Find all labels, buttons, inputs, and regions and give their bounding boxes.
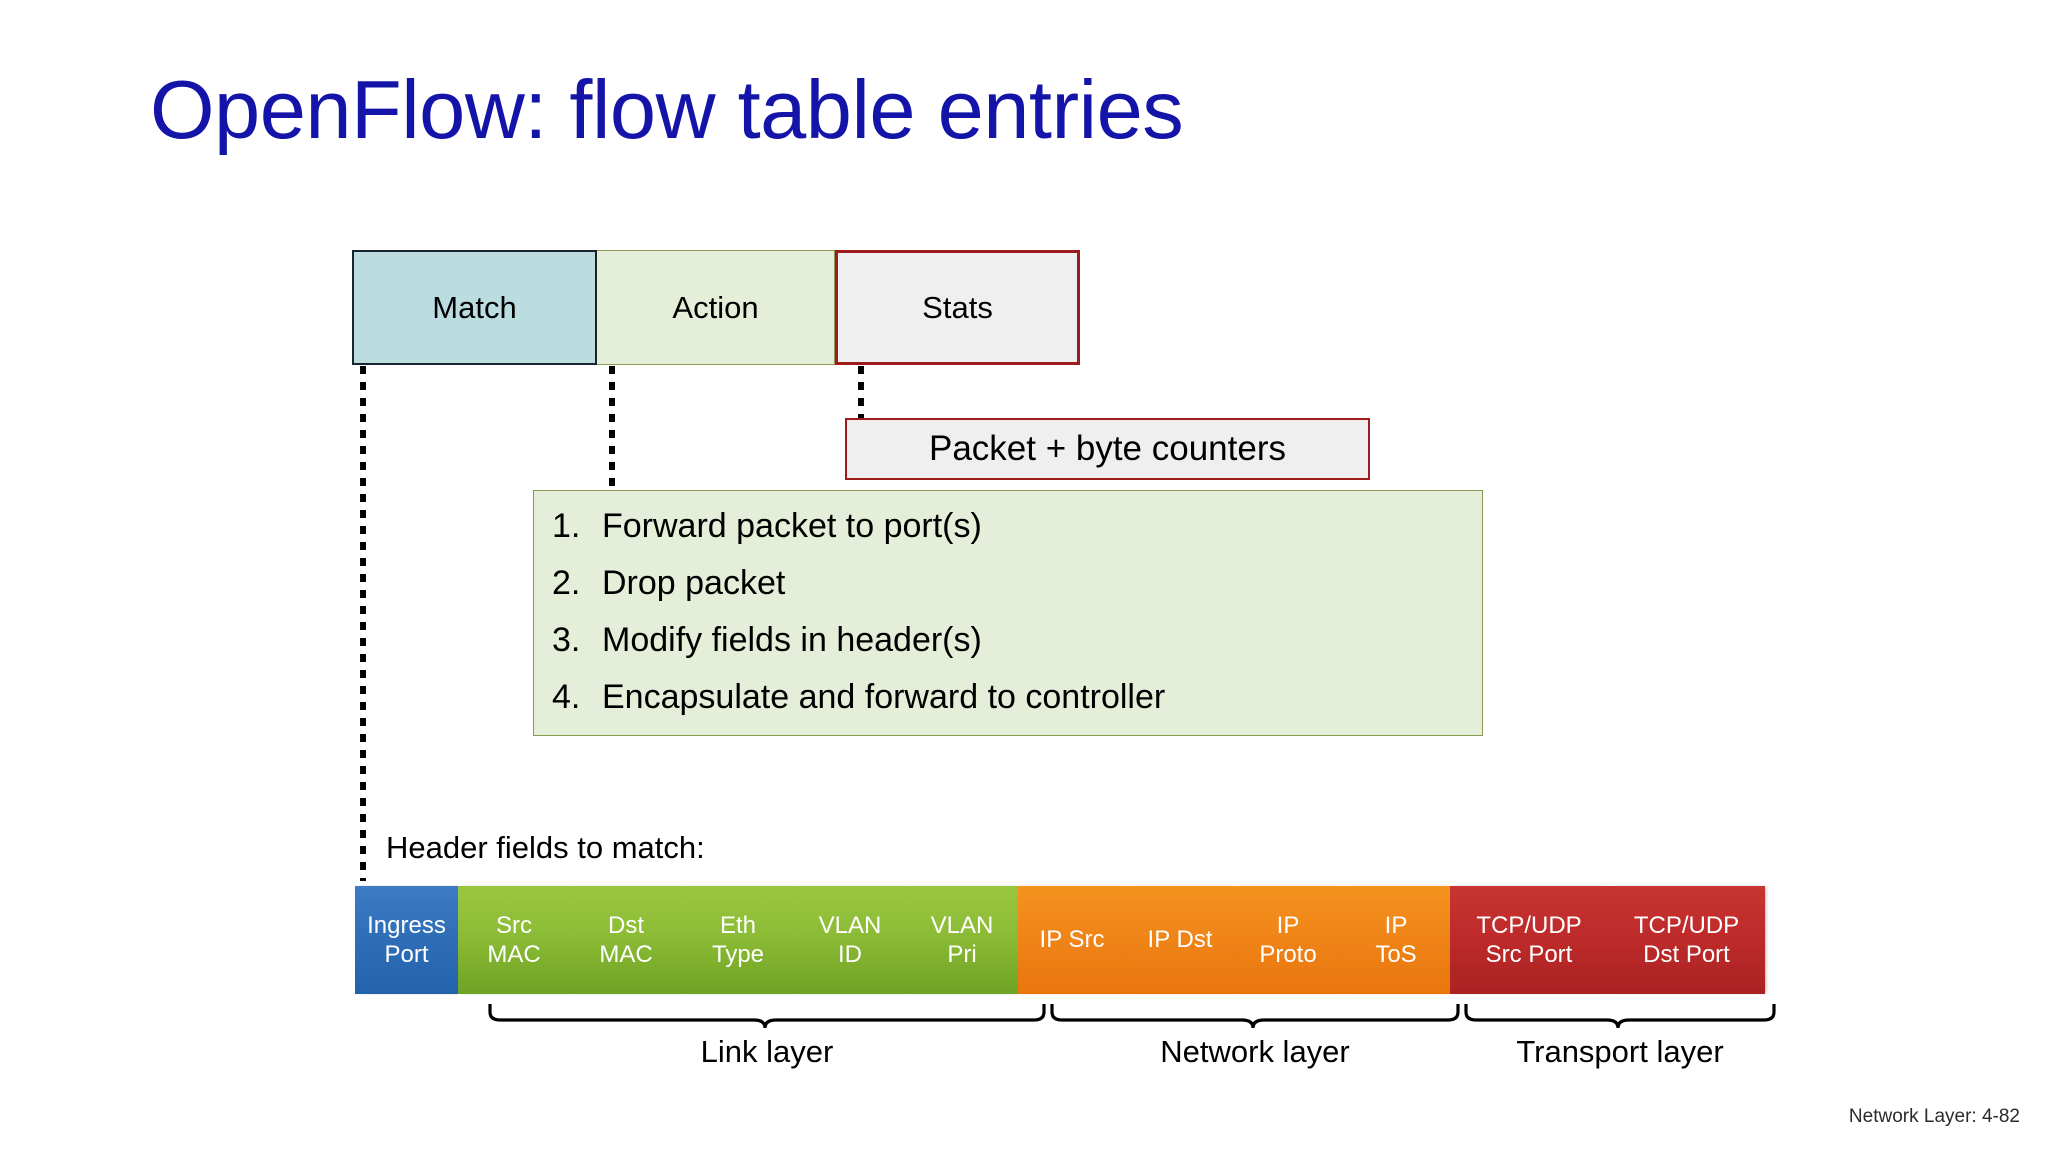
header-field-eth-type: Eth Type — [682, 886, 794, 994]
header-field-line1: VLAN — [930, 911, 994, 939]
header-field-line1: IP — [1276, 911, 1300, 939]
header-field-line2: ID — [838, 941, 862, 968]
action-list-item: 4. Encapsulate and forward to controller — [544, 678, 1482, 735]
header-field-ip-dst: IP Dst — [1126, 886, 1234, 994]
stats-detail-box: Packet + byte counters — [845, 418, 1370, 480]
header-field-line1: Eth — [719, 911, 757, 939]
header-field-line1: Dst — [608, 911, 644, 939]
brace-transport-layer — [1464, 1004, 1776, 1030]
action-item-text: Drop packet — [602, 564, 786, 602]
header-fields-bar: Ingress Port Src MAC Dst MAC Eth Type VL… — [355, 886, 1765, 994]
header-field-line2: MAC — [599, 941, 653, 968]
flow-entry-box-stats: Stats — [835, 250, 1080, 365]
leader-line-stats — [858, 366, 864, 423]
slide-footer: Network Layer: 4-82 — [1848, 1106, 2020, 1127]
action-list-item: 2. Drop packet — [544, 564, 1482, 621]
action-item-text: Modify fields in header(s) — [602, 621, 982, 659]
action-item-number: 2. — [552, 564, 581, 602]
leader-line-action — [609, 366, 615, 491]
header-field-line2: ToS — [1375, 941, 1417, 968]
action-list-item: 1. Forward packet to port(s) — [544, 507, 1482, 564]
layer-label-transport: Transport layer — [1516, 1034, 1724, 1069]
header-field-vlan-id: VLAN ID — [794, 886, 906, 994]
header-field-ip-proto: IP Proto — [1234, 886, 1342, 994]
header-field-line2: Pri — [947, 941, 977, 968]
header-field-vlan-pri: VLAN Pri — [906, 886, 1018, 994]
header-fields-caption: Header fields to match: — [386, 830, 705, 865]
action-detail-box: 1. Forward packet to port(s) 2. Drop pac… — [533, 490, 1483, 736]
flow-entry-label-action: Action — [672, 289, 759, 325]
header-field-ip-tos: IP ToS — [1342, 886, 1450, 994]
header-field-src-mac: Src MAC — [458, 886, 570, 994]
header-field-line1: Src — [496, 911, 532, 939]
header-field-ip-src: IP Src — [1018, 886, 1126, 994]
action-item-number: 3. — [552, 621, 581, 659]
layer-label-network: Network layer — [1160, 1034, 1350, 1069]
action-list-item: 3. Modify fields in header(s) — [544, 621, 1482, 678]
layer-label-link: Link layer — [700, 1034, 834, 1069]
brace-network-layer — [1050, 1004, 1460, 1030]
header-field-line1: TCP/UDP — [1633, 911, 1740, 939]
flow-entry-box-match: Match — [352, 250, 597, 365]
header-field-line1: IP Src — [1039, 926, 1105, 954]
flow-entry-box-action: Action — [597, 250, 835, 365]
action-item-text: Encapsulate and forward to controller — [602, 678, 1166, 716]
header-field-line1: IP Dst — [1147, 926, 1213, 954]
header-field-line1: VLAN — [818, 911, 882, 939]
stats-detail-text: Packet + byte counters — [928, 429, 1286, 468]
header-field-line1: Ingress — [367, 911, 446, 939]
action-item-number: 4. — [552, 678, 581, 716]
flow-entry-label-stats: Stats — [922, 289, 993, 325]
header-field-tcp-udp-dst-port: TCP/UDP Dst Port — [1608, 886, 1765, 994]
header-field-dst-mac: Dst MAC — [570, 886, 682, 994]
leader-line-match — [360, 366, 366, 881]
header-field-line2: Dst Port — [1643, 941, 1730, 968]
header-field-line2: Type — [711, 941, 765, 968]
header-field-ingress-port: Ingress Port — [355, 886, 458, 994]
header-field-line1: IP — [1384, 911, 1408, 939]
header-field-line2: MAC — [487, 941, 541, 968]
header-field-line2: Port — [384, 941, 429, 968]
header-field-tcp-udp-src-port: TCP/UDP Src Port — [1450, 886, 1608, 994]
page-title: OpenFlow: flow table entries — [150, 63, 1184, 156]
header-field-line2: Src Port — [1485, 941, 1573, 968]
flow-entry-label-match: Match — [432, 289, 517, 325]
header-field-line2: Proto — [1259, 941, 1317, 968]
header-field-line1: TCP/UDP — [1476, 911, 1582, 939]
action-item-text: Forward packet to port(s) — [602, 507, 982, 545]
action-item-number: 1. — [552, 507, 581, 545]
brace-link-layer — [488, 1004, 1046, 1030]
